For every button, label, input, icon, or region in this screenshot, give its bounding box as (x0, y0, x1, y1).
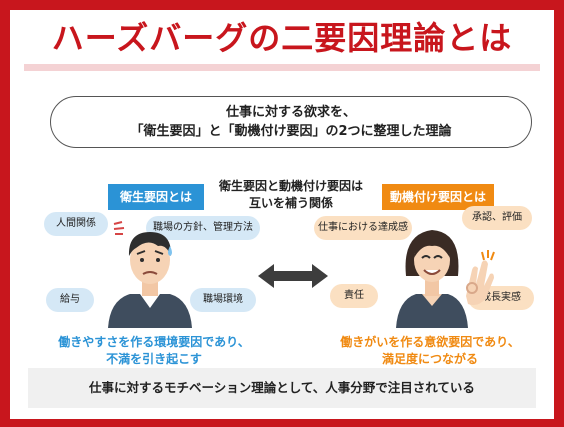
hygiene-caption-line-2: 不満を引き起こす (106, 352, 202, 366)
relationship-text: 衛生要因と動機付け要因は 互いを補う関係 (206, 178, 376, 212)
motivation-label: 動機付け要因とは (382, 184, 494, 210)
subtitle-box: 仕事に対する欲求を、 「衛生要因」と「動機付け要因」の2つに整理した理論 (50, 96, 532, 148)
worried-man-illustration (108, 232, 192, 328)
motivation-bubble-responsibility: 責任 (330, 284, 378, 308)
relationship-line-1: 衛生要因と動機付け要因は (218, 179, 363, 193)
motivation-caption: 働きがいを作る意欲要因であり、 満足度につながる (314, 334, 546, 368)
relationship-line-2: 互いを補う関係 (248, 196, 333, 210)
motivation-bubble-recognition: 承認、評価 (462, 206, 532, 230)
hygiene-bubble-salary: 給与 (46, 288, 94, 312)
hygiene-bubble-environment: 職場環境 (190, 288, 256, 312)
hygiene-caption: 働きやすさを作る環境要因であり、 不満を引き起こす (40, 334, 268, 368)
sparkle-icon (481, 250, 495, 261)
footer-note: 仕事に対するモチベーション理論として、人事分野で注目されている (28, 368, 536, 408)
motivation-caption-line-1: 働きがいを作る意欲要因であり、 (340, 335, 520, 349)
hygiene-caption-line-1: 働きやすさを作る環境要因であり、 (58, 335, 250, 349)
double-arrow-icon (258, 264, 328, 288)
hygiene-label: 衛生要因とは (108, 184, 204, 210)
motivation-caption-line-2: 満足度につながる (381, 352, 478, 366)
stress-mark-icon (113, 221, 125, 235)
page-title: ハーズバーグの二要因理論とは (51, 19, 513, 57)
hygiene-bubble-policy: 職場の方針、管理方法 (146, 216, 260, 240)
infographic-card: ハーズバーグの二要因理論とは 仕事に対する欲求を、 「衛生要因」と「動機付け要因… (10, 10, 554, 419)
smiling-woman-illustration (396, 230, 494, 328)
motivation-bubble-achievement: 仕事における達成感 (314, 216, 412, 240)
title-underline (24, 64, 540, 71)
hygiene-bubble-relationships: 人間関係 (44, 212, 108, 236)
subtitle-line-2: 「衛生要因」と「動機付け要因」の2つに整理した理論 (130, 124, 452, 139)
subtitle-line-1: 仕事に対する欲求を、 (225, 105, 356, 120)
